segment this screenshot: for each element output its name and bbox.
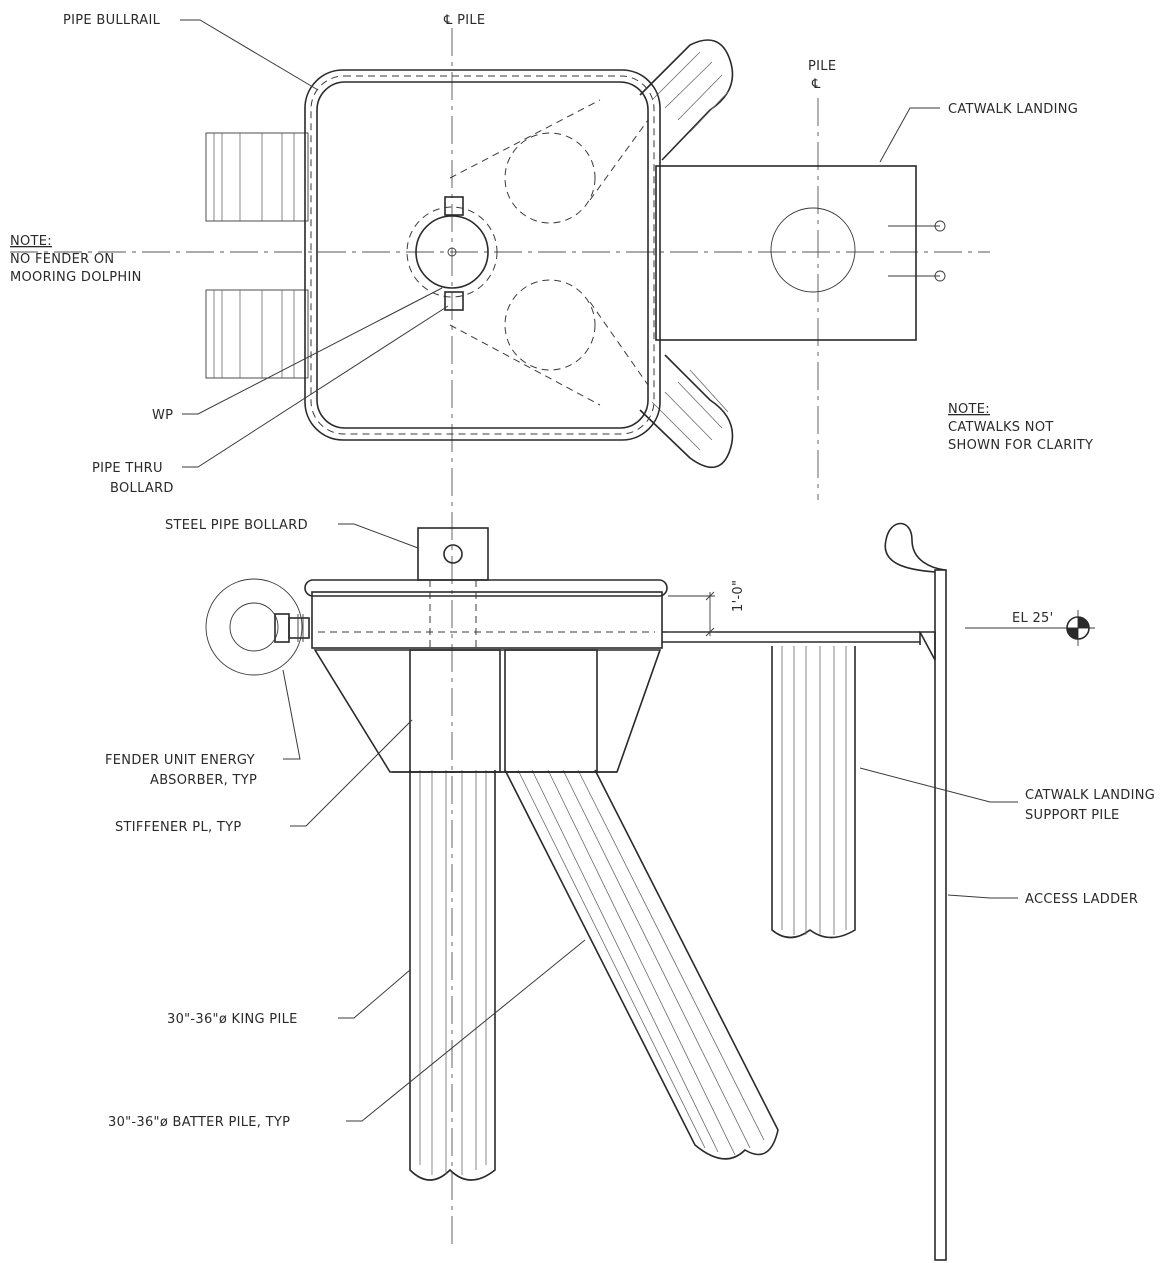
fender-cylinder-lower xyxy=(205,289,309,379)
label-dim-1ft: 1'-0" xyxy=(731,580,746,612)
label-catwalk-support-1: CATWALK LANDING xyxy=(1025,788,1155,803)
batter-pile-stub-top xyxy=(639,39,734,161)
note2-heading: NOTE: xyxy=(948,402,990,417)
dimension-1ft xyxy=(668,591,715,637)
label-pile-right: PILE xyxy=(808,59,836,74)
label-fender-1: FENDER UNIT ENERGY xyxy=(105,753,255,768)
label-pile-centerline: ℄ PILE xyxy=(443,13,485,28)
note2-line1: CATWALKS NOT xyxy=(948,420,1054,435)
label-pile-right-cl: ℄ xyxy=(811,77,821,92)
label-access-ladder: ACCESS LADDER xyxy=(1025,892,1138,907)
label-pipe-bullrail: PIPE BULLRAIL xyxy=(63,13,161,28)
label-steel-pipe-bollard: STEEL PIPE BOLLARD xyxy=(165,518,308,533)
catwalk-landing-plan xyxy=(655,165,946,341)
label-fender-2: ABSORBER, TYP xyxy=(150,773,257,788)
label-catwalk-landing: CATWALK LANDING xyxy=(948,102,1078,117)
hidden-pile-upper xyxy=(504,132,596,224)
leader-lines xyxy=(180,19,1018,1122)
note2-line2: SHOWN FOR CLARITY xyxy=(948,438,1093,453)
fender-unit xyxy=(205,578,310,676)
dolphin-deck-plan xyxy=(304,69,661,441)
elevation-view xyxy=(205,522,1095,1261)
fender-cylinder-upper xyxy=(205,132,309,222)
bollard-plan xyxy=(406,196,498,311)
label-pipe-thru-1: PIPE THRU xyxy=(92,461,163,476)
catwalk-support-pile xyxy=(771,646,856,939)
steel-pipe-bollard-elevation xyxy=(417,527,489,650)
batter-pile xyxy=(504,769,779,1160)
label-king-pile: 30"-36"ø KING PILE xyxy=(167,1012,298,1027)
access-ladder xyxy=(884,522,947,1261)
batter-pile-stub-bottom xyxy=(639,354,734,468)
labels: ℄ PILE PILE ℄ PIPE BULLRAIL CATWALK LAND… xyxy=(10,13,1155,1130)
note1-line2: MOORING DOLPHIN xyxy=(10,270,142,285)
plan-view xyxy=(10,28,990,1250)
note1-line1: NO FENDER ON xyxy=(10,252,114,267)
label-el-25: EL 25' xyxy=(1012,611,1054,626)
label-stiffener: STIFFENER PL, TYP xyxy=(115,820,241,835)
label-batter-pile: 30"-36"ø BATTER PILE, TYP xyxy=(108,1115,290,1130)
elevation-marker xyxy=(965,610,1095,646)
label-pipe-thru-2: BOLLARD xyxy=(110,481,174,496)
label-wp: WP xyxy=(152,408,173,423)
note1-heading: NOTE: xyxy=(10,234,52,249)
pile-cap-elevation xyxy=(304,579,668,773)
hidden-pile-lower xyxy=(504,279,596,371)
catwalk-deck-elevation xyxy=(662,631,936,661)
king-pile xyxy=(409,770,496,1181)
label-catwalk-support-2: SUPPORT PILE xyxy=(1025,808,1120,823)
